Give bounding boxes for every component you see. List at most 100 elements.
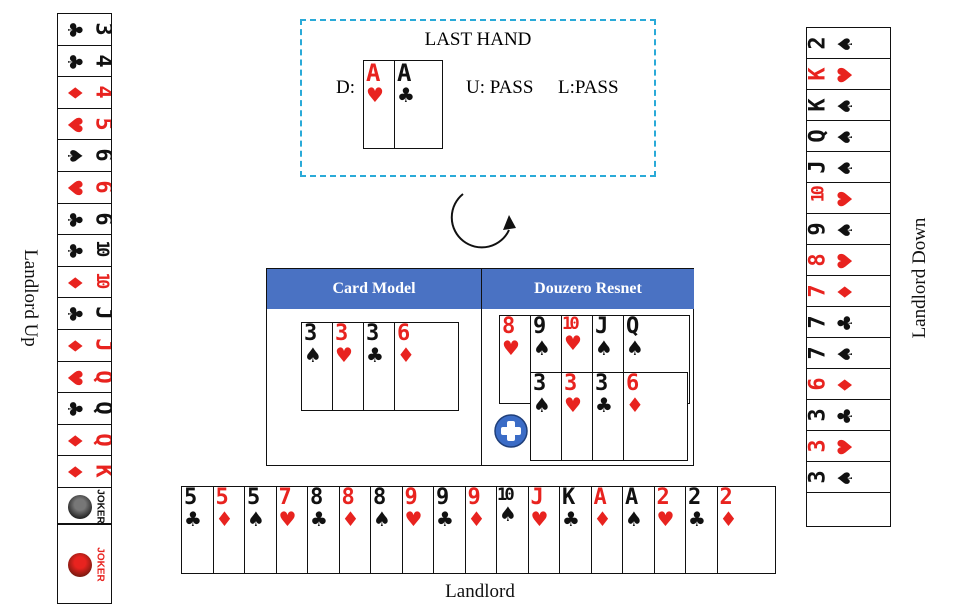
card-suit: ♦ bbox=[397, 343, 415, 367]
card-rank: 6 bbox=[90, 180, 111, 193]
card-suit: ♦ bbox=[593, 507, 612, 531]
card-rank: K bbox=[806, 67, 831, 81]
douzero-bottom-cards: 3♠3♥3♣6♦ bbox=[530, 372, 688, 462]
card-suit: ♦ bbox=[832, 376, 857, 394]
playing-card[interactable]: 7♦ bbox=[806, 275, 891, 307]
playing-card[interactable]: 8♥ bbox=[806, 244, 891, 276]
card-rank: 2 bbox=[719, 486, 733, 510]
playing-card[interactable]: 3♠ bbox=[806, 461, 891, 493]
card-rank: J bbox=[90, 338, 111, 351]
playing-card[interactable]: 2♦ bbox=[716, 486, 776, 574]
card-rank: 6 bbox=[397, 322, 411, 346]
playing-card[interactable]: 4♦ bbox=[57, 76, 112, 109]
playing-card[interactable]: Q♦ bbox=[57, 423, 112, 457]
joker-card[interactable]: JOKER bbox=[57, 487, 112, 524]
playing-card[interactable]: J♦ bbox=[57, 329, 112, 362]
joker-card[interactable]: JOKER bbox=[57, 524, 112, 604]
playing-card[interactable]: 10♣ bbox=[57, 234, 112, 267]
playing-card[interactable]: 5♥ bbox=[57, 107, 112, 141]
playing-card[interactable]: J♠ bbox=[806, 151, 891, 183]
card-rank: 9 bbox=[436, 486, 450, 510]
card-rank: 5 bbox=[247, 486, 261, 510]
card-rank: K bbox=[562, 486, 576, 510]
playing-card[interactable]: K♥ bbox=[806, 58, 891, 90]
card-suit: ♠ bbox=[499, 502, 517, 527]
playing-card[interactable]: A♣ bbox=[394, 60, 443, 149]
card-suit: ♠ bbox=[626, 336, 644, 360]
card-suit: ♦ bbox=[63, 431, 88, 450]
card-rank: 6 bbox=[90, 212, 111, 225]
playing-card[interactable]: 2♠ bbox=[806, 27, 891, 59]
playing-card[interactable]: 6♣ bbox=[57, 202, 112, 236]
plus-circle-icon[interactable] bbox=[493, 413, 529, 449]
card-rank: 3 bbox=[335, 322, 349, 346]
card-rank: Q bbox=[90, 433, 111, 446]
card-rank: 3 bbox=[806, 470, 831, 484]
card-suit: ♥ bbox=[63, 368, 88, 387]
card-suit: ♣ bbox=[63, 305, 88, 324]
playing-card[interactable]: 3♥ bbox=[806, 430, 891, 462]
playing-card[interactable]: 4♣ bbox=[57, 44, 112, 78]
card-rank: K bbox=[90, 465, 111, 478]
card-rank: 8 bbox=[806, 253, 831, 267]
card-suit: ♥ bbox=[502, 336, 520, 360]
card-rank: J bbox=[806, 160, 831, 174]
card-rank: 8 bbox=[310, 486, 324, 510]
card-rank: 10 bbox=[93, 272, 112, 286]
card-rank: 4 bbox=[90, 86, 111, 99]
card-suit: ♣ bbox=[832, 407, 857, 425]
card-rank: 6 bbox=[626, 372, 640, 396]
playing-card[interactable]: 10♦ bbox=[57, 265, 112, 299]
playing-card[interactable]: 6♦ bbox=[623, 372, 688, 461]
refresh-arrow-icon bbox=[450, 193, 516, 249]
card-suit: ♣ bbox=[688, 507, 706, 531]
playing-card[interactable]: K♠ bbox=[806, 89, 891, 121]
card-suit: ♠ bbox=[832, 221, 857, 239]
card-suit: ♥ bbox=[366, 83, 384, 107]
card-suit: ♦ bbox=[63, 337, 88, 355]
playing-card[interactable]: 6♦ bbox=[806, 368, 891, 400]
playing-card[interactable]: J♣ bbox=[57, 297, 112, 330]
last-hand-l-pass: L:PASS bbox=[558, 77, 619, 98]
card-rank: 3 bbox=[304, 322, 318, 346]
card-suit: ♥ bbox=[404, 507, 423, 531]
last-hand-cards: A♥A♣ bbox=[363, 60, 443, 150]
playing-card[interactable]: 3♣ bbox=[57, 13, 112, 46]
card-rank: A bbox=[366, 60, 381, 87]
card-suit: ♠ bbox=[832, 159, 857, 177]
playing-card[interactable]: 9♠ bbox=[806, 213, 891, 245]
card-suit: ♣ bbox=[562, 507, 580, 531]
card-rank: 4 bbox=[90, 54, 111, 67]
playing-card[interactable]: K♦ bbox=[57, 455, 112, 488]
last-hand-d-label: D: bbox=[336, 77, 355, 98]
card-suit: ♠ bbox=[832, 345, 857, 363]
card-rank: 3 bbox=[533, 372, 547, 396]
card-rank: A bbox=[397, 60, 412, 87]
playing-card[interactable]: 6♠ bbox=[57, 139, 112, 172]
playing-card[interactable]: 7♠ bbox=[806, 337, 891, 369]
card-rank: Q bbox=[626, 315, 640, 339]
playing-card[interactable]: 6♥ bbox=[57, 171, 112, 204]
card-suit: ♠ bbox=[625, 507, 643, 531]
playing-card[interactable]: 7♣ bbox=[806, 306, 891, 338]
landlord-up-hand: 3♣4♣4♦5♥6♠6♥6♣10♣10♦J♣J♦Q♥Q♣Q♦K♦JOKERJOK… bbox=[57, 13, 112, 604]
card-rank: A bbox=[625, 486, 639, 510]
card-suit: ♠ bbox=[832, 35, 857, 53]
card-rank: 3 bbox=[366, 322, 380, 346]
card-rank: 7 bbox=[278, 486, 292, 510]
joker-label: JOKER bbox=[94, 488, 106, 524]
joker-label: JOKER bbox=[94, 547, 106, 582]
playing-card[interactable]: 3♣ bbox=[806, 399, 891, 431]
card-suit: ♠ bbox=[533, 393, 551, 417]
playing-card[interactable]: 10♥ bbox=[806, 182, 891, 214]
card-rank: 7 bbox=[806, 346, 831, 360]
card-suit: ♣ bbox=[832, 314, 857, 332]
playing-card[interactable]: Q♥ bbox=[57, 360, 112, 394]
card-suit: ♣ bbox=[397, 83, 415, 107]
card-rank: 2 bbox=[806, 36, 831, 50]
playing-card[interactable]: Q♣ bbox=[57, 392, 112, 425]
card-suit: ♠ bbox=[832, 469, 857, 487]
card-rank: J bbox=[530, 486, 544, 510]
playing-card[interactable]: Q♠ bbox=[806, 120, 891, 152]
playing-card[interactable]: 6♦ bbox=[394, 322, 459, 411]
